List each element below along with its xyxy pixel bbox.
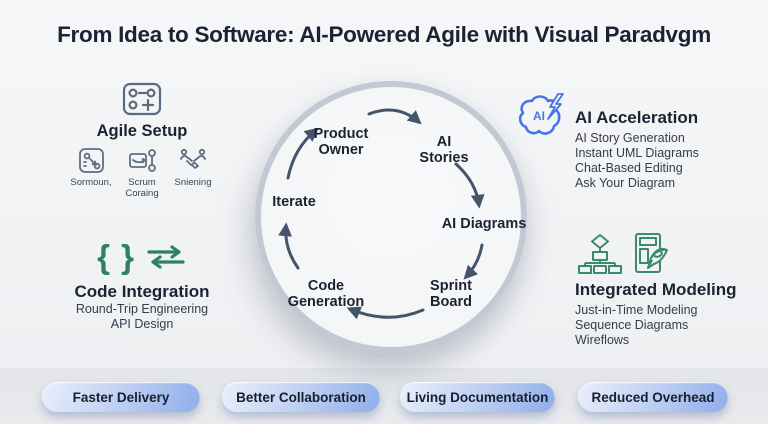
agile-setup-heading: Agile Setup [96, 122, 188, 140]
integrated-modeling-item: Wireflows [575, 333, 630, 347]
ai-acceleration-item: Ask Your Diagram [575, 176, 676, 190]
agile-mini-label: Scrum Coraing [125, 177, 159, 199]
integrated-modeling-heading: Integrated Modeling [575, 280, 737, 299]
page-title: From Idea to Software: AI-Powered Agile … [57, 22, 711, 47]
agile-cycle-circle: Product Owner AI Stories AI Diagrams Spr… [255, 81, 527, 353]
agile-mini-item: Scrum Coraing [117, 147, 167, 199]
section-code-integration: { } Code Integration Round-Trip Engineer… [52, 240, 232, 332]
cycle-node-iterate: Iterate [272, 194, 316, 210]
integrated-modeling-item: Sequence Diagrams [575, 318, 689, 332]
cycle-node-ai-stories: AI Stories [419, 134, 469, 166]
section-integrated-modeling: Integrated Modeling Just-in-Time Modelin… [575, 233, 750, 348]
curly-braces-icon: { } [97, 238, 135, 275]
pill-living-documentation[interactable]: Living Documentation [400, 382, 555, 412]
handshake-icon [178, 147, 208, 174]
cycle-node-ai-diagrams: AI Diagrams [441, 216, 527, 232]
ai-brain-bolt-icon: AI [515, 92, 565, 140]
workflow-icon [128, 147, 157, 174]
ai-acceleration-heading: AI Acceleration [575, 108, 699, 127]
integrated-modeling-item: Just-in-Time Modeling [575, 303, 698, 317]
ai-acceleration-item: Instant UML Diagrams [575, 146, 699, 160]
svg-text:AI: AI [533, 109, 545, 123]
cycle-node-code-generation: Code Generation [287, 278, 365, 310]
ai-acceleration-item: AI Story Generation [575, 131, 685, 145]
settings-board-icon [122, 82, 162, 116]
section-ai-acceleration: AI AI Acceleration AI Story Generation I… [518, 93, 745, 191]
agile-mini-label: Sniening [174, 177, 212, 188]
agile-mini-item: Sormoun, [66, 147, 116, 199]
agile-mini-item: Sniening [168, 147, 218, 199]
cycle-node-sprint-board: Sprint Board [430, 278, 472, 310]
cycle-node-product-owner: Product Owner [313, 126, 369, 158]
round-trip-arrows-icon [145, 244, 187, 270]
section-agile-setup: Agile Setup Sormoun, [62, 82, 222, 199]
agile-mini-label: Sormoun, [70, 177, 112, 188]
code-integration-heading: Code Integration [74, 282, 210, 301]
planning-board-icon [78, 147, 105, 174]
pill-faster-delivery[interactable]: Faster Delivery [42, 382, 200, 412]
code-integration-item: API Design [110, 317, 174, 331]
pill-better-collaboration[interactable]: Better Collaboration [222, 382, 380, 412]
pill-reduced-overhead[interactable]: Reduced Overhead [578, 382, 728, 412]
wireframe-pen-icon [633, 232, 669, 274]
org-chart-icon [577, 232, 623, 274]
ai-acceleration-item: Chat-Based Editing [575, 161, 683, 175]
code-integration-item: Round-Trip Engineering [75, 302, 209, 316]
cycle-arrows [278, 108, 485, 320]
